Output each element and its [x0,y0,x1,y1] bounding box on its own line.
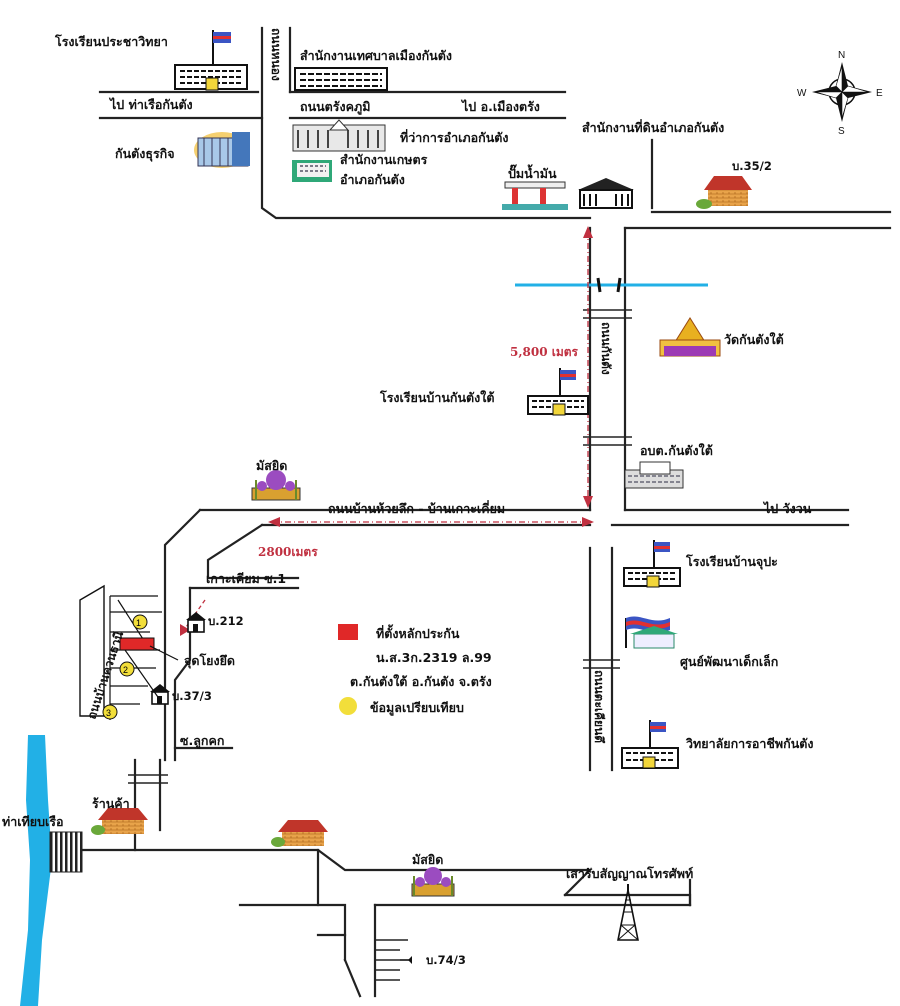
label-agri-office-1: สำนักงานเกษตร [340,152,428,167]
mosque-2-icon [411,867,455,897]
legend-comparison: ข้อมูลเปรียบเทียบ [370,700,464,716]
label-mosque-1: มัสยิด [256,458,287,473]
label-child-center: ศูนย์พัฒนาเด็กเล็ก [680,654,778,670]
house-icon-37-3 [150,684,170,705]
road-label-bottom-vertical: ถนนตะเคียนตึ [592,670,606,744]
comparison-marker-2[interactable] [119,661,135,677]
label-to-kantang-pier: ไป ท่าเรือกันตัง [108,97,193,112]
road-label-top-vertical: ถนนหนอง [269,28,283,81]
mosque-1-icon [251,470,301,501]
label-shop: ร้านค้า [92,796,130,811]
label-jud-yong-yued: จุดโยงยึด [184,653,235,669]
distance-label-5800: 5,800 เมตร [510,345,579,359]
road-network [78,26,892,998]
wat-kantang-tai-icon [659,317,721,357]
legend-collateral-title: ที่ตั้งหลักประกัน [376,624,460,641]
label-vocational-college: วิทยาลัยการอาชีพกันตัง [685,736,813,751]
house-icon-35-2 [696,176,752,209]
comparison-marker-3[interactable] [102,704,118,720]
school-pracha-icon [174,30,248,91]
comparison-marker-1-label: 1 [136,618,141,628]
label-mosque-2: มัสยิด [412,852,443,867]
label-school-pracha: โรงเรียนประชาวิทยา [54,34,168,49]
label-house-74-3: บ.74/3 [426,953,466,967]
bridge-icon [596,277,622,293]
label-house-35-2: บ.35/2 [732,159,772,173]
label-house-212: บ.212 [208,614,244,628]
label-wat-kantang-tai: วัดกันตังใต้ [724,332,784,347]
label-road-trangkaphum: ถนนตรังคภูมิ [300,99,370,115]
label-pier: ท่าเทียบเรือ [2,814,64,829]
legend-comparison-swatch [339,697,357,715]
label-to-wangwon: ไป วังวน [762,501,812,516]
obt-kantang-tai-icon [624,461,684,489]
legend: ที่ตั้งหลักประกัน น.ส.3ก.2319 ล.99 ต.กัน… [338,624,492,716]
gas-station-icon [502,181,568,210]
label-district-office: ที่ว่าการอำเภอกันตัง [400,129,508,145]
label-house-37-3: บ.37/3 [172,689,212,703]
house-icon-74-3 [400,956,412,964]
compass-s: S [838,126,845,137]
compass-w: W [797,88,807,99]
distance-arrows [180,226,594,636]
kantang-business-icon [194,132,250,168]
legend-location: ต.กันตังใต้ อ.กันตัง จ.ตรัง [350,674,492,689]
road-label-main-vertical: ถนนกันตัง [599,322,613,375]
collateral-pointer [149,645,179,661]
municipal-office-icon [294,67,388,91]
comparison-marker-3-label: 3 [106,708,111,718]
label-kantang-business: กันตังธุรกิจ [115,146,175,162]
comparison-marker-1[interactable] [132,614,148,630]
label-soi-lukkhok: ซ.ลูกคก [180,733,224,749]
river [20,735,52,1006]
label-land-office: สำนักงานที่ดินอำเภอกันตัง [582,119,724,135]
house-icon-212 [186,612,206,633]
district-office-icon [292,119,386,152]
collateral-marker[interactable] [119,637,155,651]
label-obt-kantang-tai: อบต.กันตังใต้ [640,443,713,458]
label-agri-office-2: อำเภอกันตัง [340,172,405,187]
school-chupa-icon [623,540,681,588]
school-kantang-tai-icon [527,368,589,416]
label-school-kantang-tai: โรงเรียนบ้านกันตังใต้ [379,390,494,405]
label-municipal-office: สำนักงานเทศบาลเมืองกันตัง [300,48,452,63]
legend-deed: น.ส.3ก.2319 ล.99 [376,650,492,665]
land-office-icon [578,178,634,209]
telephone-tower-icon [617,884,639,941]
legend-collateral-swatch [338,624,358,640]
house-icon-bottom [271,820,328,847]
compass-e: E [876,88,883,99]
child-center-icon [625,616,678,649]
label-road-huaylue: ถนนบ้านห้วยลึก - บ้านเกาะเคี่ยม [328,500,505,516]
label-koh-khiam-soi1: เกาะเคียม ซ.1 [206,571,286,586]
label-telephone-tower: เสารับสัญญาณโทรศัพท์ [566,866,693,881]
agri-office-icon [292,160,332,182]
vocational-college-icon [621,720,679,769]
compass-icon: N S E W [797,50,883,137]
pier-icon [49,831,83,873]
label-school-chupa: โรงเรียนบ้านจุปะ [685,554,778,570]
compass-n: N [838,50,845,61]
distance-label-2800: 2800เมตร [258,545,318,559]
comparison-marker-2-label: 2 [123,665,128,675]
label-to-mueang-trang: ไป อ.เมืองตรัง [460,99,540,114]
shop-house-icon [91,808,148,835]
label-gas-station: ปั๊มน้ำมัน [508,164,557,181]
